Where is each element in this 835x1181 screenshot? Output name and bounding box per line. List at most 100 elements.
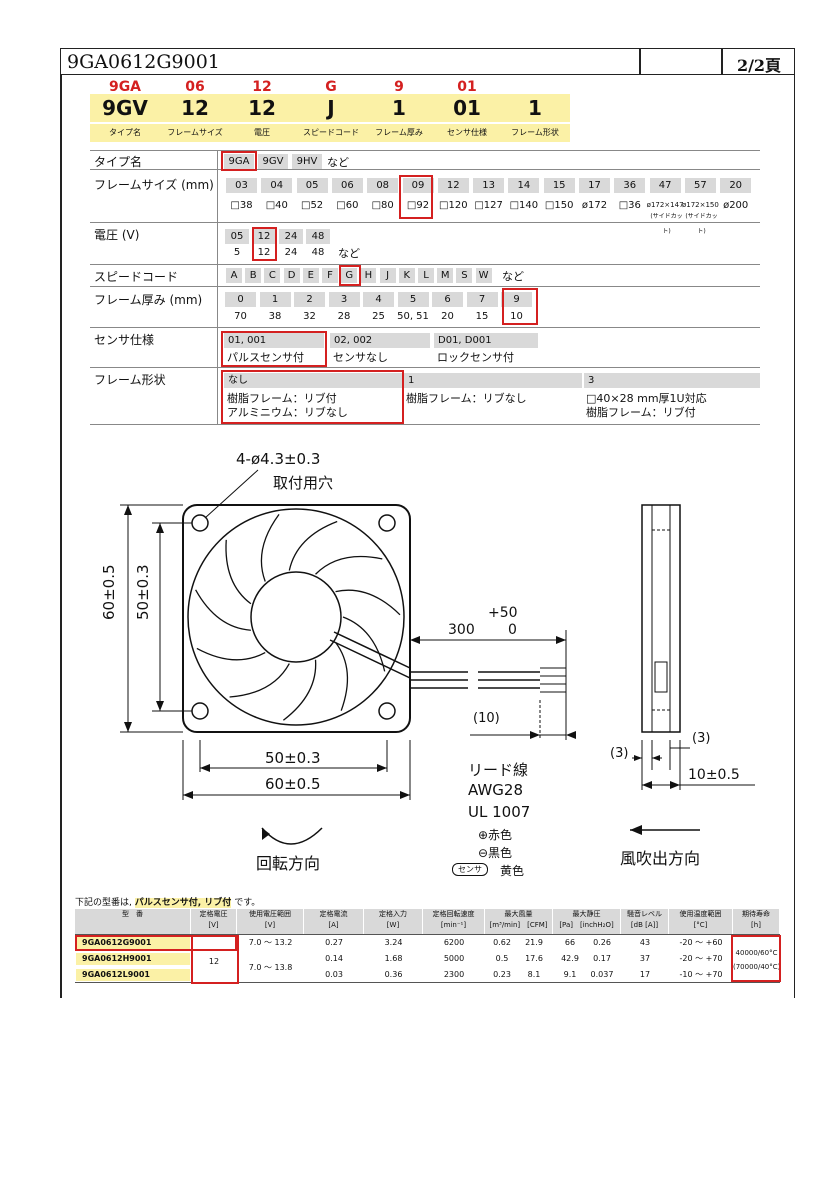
wire-yellow: 黄色 xyxy=(500,864,525,878)
frame-size-12: ø172×147 xyxy=(646,201,684,209)
frame-code-11: 36 xyxy=(614,178,646,193)
fan-blade xyxy=(196,647,266,661)
code-value-3: J xyxy=(296,94,366,122)
sensor-desc-1: センサなし xyxy=(333,351,388,364)
table-air-cfm-1: 17.6 xyxy=(525,954,543,963)
right-border xyxy=(793,75,795,998)
code-red-3: G xyxy=(325,79,337,95)
dim-w-inner: 50±0.3 xyxy=(265,749,321,767)
table-header-9: 使用温度範囲[°C] xyxy=(669,909,732,934)
thick-value-0: 70 xyxy=(234,311,247,322)
speed-code-6: G xyxy=(341,268,358,283)
table-air-m3-2: 0.23 xyxy=(493,970,511,979)
dim-h-inner: 50±0.3 xyxy=(134,564,152,620)
type-option: 9GA xyxy=(224,154,254,169)
table-rated-voltage: 12 xyxy=(208,957,220,966)
code-label-6: フレーム形状 xyxy=(500,124,570,142)
left-border xyxy=(60,75,62,998)
header-text: 使用電圧範囲 xyxy=(249,910,291,918)
table-air-cfm-2: 8.1 xyxy=(527,970,541,979)
speed-code-3: D xyxy=(283,268,300,283)
label-type-name: タイプ名 xyxy=(94,155,143,169)
rotation-label: 回転方向 xyxy=(256,854,321,873)
speed-code-1: B xyxy=(245,268,262,283)
highlight-frame-size xyxy=(399,175,433,219)
fan-blade xyxy=(282,659,317,721)
dim-tol-zero: 0 xyxy=(508,622,517,638)
thick-value-3: 28 xyxy=(337,311,351,322)
table-noise-1: 37 xyxy=(639,954,651,963)
wire-red: ⊕赤色 xyxy=(478,828,513,842)
thick-code-8: 9 xyxy=(501,292,532,307)
fan-blade xyxy=(225,539,252,605)
table-sp-in-0: 0.26 xyxy=(593,938,611,947)
frame-code-9: 15 xyxy=(543,178,575,193)
frame-size-0: □38 xyxy=(230,200,253,211)
table-current-2: 0.03 xyxy=(325,970,343,979)
mount-hole xyxy=(191,702,209,720)
table-header-4: 定格入力[W] xyxy=(364,909,422,934)
table-header-10: 期待寿命[h] xyxy=(733,909,779,934)
fan-blade xyxy=(335,589,401,616)
thick-code-3: 3 xyxy=(328,292,360,307)
header-text: 騒音レベル xyxy=(627,910,662,918)
table-rule xyxy=(75,934,780,935)
voltage-code-3: 48 xyxy=(306,229,330,244)
frame-size-9: □150 xyxy=(544,200,574,211)
frame-size-1: □40 xyxy=(265,200,288,211)
fan-hub xyxy=(250,571,342,663)
highlight-type xyxy=(221,151,257,171)
table-life-0: 40000/60°C xyxy=(735,949,778,957)
frame-code-0: 03 xyxy=(226,178,257,193)
table-header-5: 定格回転速度[min⁻¹] xyxy=(423,909,484,934)
fan-blade xyxy=(335,642,349,711)
header-text: 型 番 xyxy=(122,910,143,918)
side-dim-3a: (3) xyxy=(610,746,629,761)
airflow-label: 風吹出方向 xyxy=(620,849,701,868)
table-header-8: 騒音レベル[dB [A]] xyxy=(621,909,668,934)
label-speed-code: スピードコード xyxy=(94,270,179,284)
shape-line: 樹脂フレーム：リブ付 xyxy=(227,392,337,405)
dim-tol-plus: +50 xyxy=(488,605,518,621)
code-label-2: 電圧 xyxy=(227,124,297,142)
table-header-0: 型 番 xyxy=(75,909,190,934)
speed-code-13: W xyxy=(475,268,492,283)
side-dim-3b: (3) xyxy=(692,731,711,746)
label-sensor: センサ仕様 xyxy=(94,333,155,347)
table-model-1: 9GA0612H9001 xyxy=(76,953,190,965)
type-suffix: など xyxy=(327,156,349,169)
code-value-0: 9GV xyxy=(90,94,160,122)
table-life-1: (70000/40°C) xyxy=(733,963,781,971)
side-view xyxy=(641,504,681,733)
fan-outer-circle xyxy=(187,508,405,726)
code-red-0: 9GA xyxy=(108,79,142,95)
highlight-thickness xyxy=(502,288,538,325)
thick-code-7: 7 xyxy=(466,292,498,307)
frame-code-14: 20 xyxy=(720,178,752,193)
frame-code-5: 09 xyxy=(402,178,434,193)
fan-blade xyxy=(195,589,251,631)
table-speed-0: 6200 xyxy=(443,938,465,947)
page-number: 2/2頁 xyxy=(736,56,782,75)
frame-code-2: 05 xyxy=(296,178,328,193)
frame-note-1: (サイドカット) xyxy=(685,213,718,235)
thick-code-4: 4 xyxy=(363,292,394,307)
voltage-code-1: 12 xyxy=(252,229,276,244)
sensor-code-1: 02, 002 xyxy=(330,333,430,348)
highlight-life-cell xyxy=(731,935,781,982)
thick-value-8: 10 xyxy=(510,311,523,322)
voltage-code-2: 24 xyxy=(279,229,303,244)
shape-code-0: なし xyxy=(224,373,402,388)
thick-value-5: 50, 51 xyxy=(397,311,429,322)
header-unit: [°C] xyxy=(693,921,708,929)
speed-suffix: など xyxy=(502,270,524,283)
type-option: 9HV xyxy=(292,154,322,169)
sensor-desc-2: ロックセンサ付 xyxy=(437,351,514,364)
header-text: 最大風量 xyxy=(504,910,533,918)
frame-size-5: □92 xyxy=(406,200,430,211)
speed-code-7: H xyxy=(360,268,377,283)
header-text: 定格電流 xyxy=(319,910,348,918)
thick-code-6: 6 xyxy=(432,292,463,307)
code-label-1: フレームサイズ xyxy=(160,124,230,142)
table-sp-pa-1: 42.9 xyxy=(561,954,579,963)
